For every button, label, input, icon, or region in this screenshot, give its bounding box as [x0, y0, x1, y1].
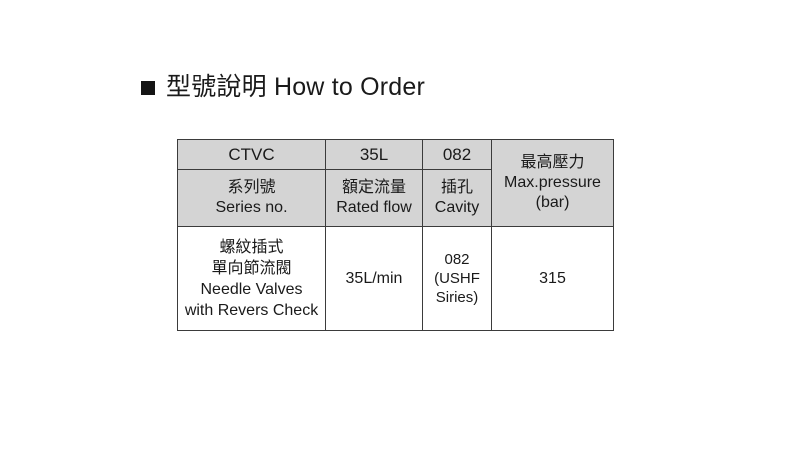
max-pressure-label-en: Max.pressure	[504, 174, 601, 191]
series-no-label-en: Series no.	[215, 199, 288, 216]
table-row-model-code: CTVC 35L 082 最高壓力 Max.pressure (bar)	[177, 139, 614, 227]
rated-flow-lines: 額定流量 Rated flow	[329, 178, 419, 218]
rated-flow-label-en: Rated flow	[336, 199, 412, 216]
cell-code-cavity: 082	[422, 139, 492, 170]
code-cavity-value: 082	[442, 145, 472, 164]
cell-header-series-no: 系列號 Series no.	[177, 169, 326, 227]
cavity-label-zh: 插孔	[440, 179, 473, 196]
cell-value-cavity: 082 (USHF Siries)	[422, 226, 492, 331]
cavity-value-line1: 082	[444, 251, 470, 268]
table-row-values: 螺紋插式 單向節流閥 Needle Valves with Revers Che…	[177, 226, 614, 331]
table-row-column-labels: 系列號 Series no. 額定流量 Rated flow 插孔 Cavity	[177, 169, 614, 227]
cell-value-max-pressure: 315	[491, 226, 614, 331]
cell-code-series: CTVC	[177, 139, 326, 170]
cavity-value-line2: (USHF	[434, 270, 480, 287]
cavity-lines: 插孔 Cavity	[426, 178, 488, 218]
cell-code-flow: 35L	[325, 139, 423, 170]
cavity-label-en: Cavity	[434, 199, 480, 216]
cell-header-cavity: 插孔 Cavity	[422, 169, 492, 227]
cell-header-max-pressure: 最高壓力 Max.pressure (bar)	[491, 139, 614, 227]
series-desc-zh-line1: 螺紋插式	[219, 238, 284, 256]
how-to-order-table: CTVC 35L 082 最高壓力 Max.pressure (bar) 系	[177, 139, 614, 331]
series-desc-zh-line2: 單向節流閥	[211, 259, 292, 277]
code-series-value: CTVC	[228, 145, 275, 164]
black-square-bullet-icon	[141, 81, 155, 95]
cell-value-rated-flow: 35L/min	[325, 226, 423, 331]
series-no-label-zh: 系列號	[227, 179, 276, 196]
series-no-lines: 系列號 Series no.	[181, 178, 322, 218]
series-desc-en-line1: Needle Valves	[200, 280, 303, 298]
rated-flow-value: 35L/min	[345, 270, 403, 287]
max-pressure-label-zh: 最高壓力	[520, 154, 585, 171]
page-title: 型號說明 How to Order	[141, 72, 425, 102]
max-pressure-header-lines: 最高壓力 Max.pressure (bar)	[495, 153, 610, 213]
series-desc-en-line2: with Revers Check	[184, 301, 319, 319]
cell-value-series-description: 螺紋插式 單向節流閥 Needle Valves with Revers Che…	[177, 226, 326, 331]
cavity-value-line3: Siries)	[435, 289, 479, 306]
max-pressure-unit: (bar)	[535, 194, 570, 211]
rated-flow-label-zh: 額定流量	[341, 179, 406, 196]
page-title-text: 型號說明 How to Order	[166, 73, 426, 101]
series-description-lines: 螺紋插式 單向節流閥 Needle Valves with Revers Che…	[181, 237, 322, 321]
cavity-value-lines: 082 (USHF Siries)	[426, 250, 488, 307]
max-pressure-value: 315	[539, 270, 566, 287]
cell-header-rated-flow: 額定流量 Rated flow	[325, 169, 423, 227]
code-flow-value: 35L	[359, 145, 389, 164]
